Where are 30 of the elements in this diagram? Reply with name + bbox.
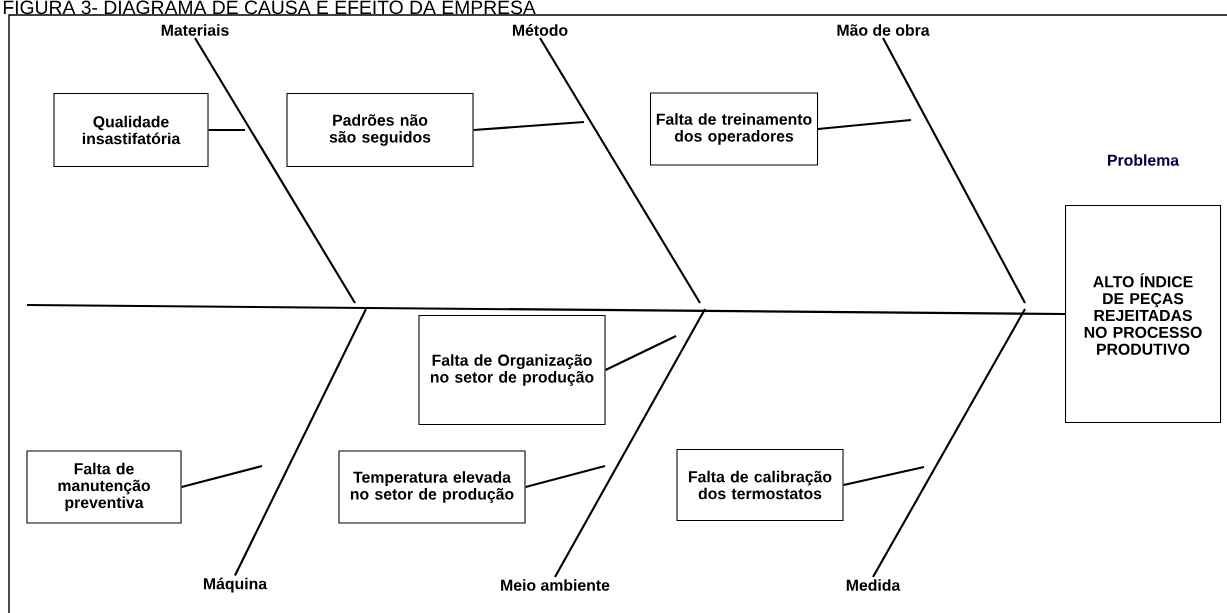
cause-box: Padrões não são seguidos [286, 93, 474, 168]
problem-box: ALTO ÍNDICE DE PEÇAS REJEITADAS NO PROCESSO PRODUTIVO [1065, 205, 1222, 424]
problem-heading: Problema [1108, 154, 1180, 166]
category-label: Meio ambiente [501, 579, 610, 591]
cause-box: Falta de Organização no setor de produção [418, 315, 606, 426]
bone-line [882, 37, 1026, 304]
cause-line [181, 465, 263, 489]
cause-line [525, 465, 606, 489]
cause-line [843, 466, 925, 487]
category-label: Materiais [161, 24, 229, 36]
cause-box: Temperatura elevada no setor de produção [338, 450, 526, 524]
cause-box: Falta de treinamento dos operadores [650, 92, 819, 166]
cause-box: Falta de manutenção preventiva [26, 450, 182, 524]
figure-title: FIGURA 3- DIAGRAMA DE CAUSA E EFEITO DA EMPRESA [3, 0, 536, 15]
cause-line [605, 335, 677, 371]
category-label: Máquina [204, 577, 268, 593]
category-label: Método [512, 24, 568, 36]
category-label: Mão de obra [837, 24, 930, 36]
cause-box: Falta de calibração dos termostatos [676, 449, 844, 522]
category-label: Medida [846, 579, 901, 591]
bone-line [234, 308, 367, 576]
bone-line [554, 308, 706, 578]
cause-line [473, 120, 585, 132]
cause-line [208, 128, 245, 132]
cause-box: Qualidade insastifatória [53, 93, 209, 168]
bone-line [539, 37, 701, 304]
bone-line [194, 37, 356, 304]
bone-line [872, 308, 1026, 578]
cause-line [817, 118, 912, 131]
spine-line [27, 303, 1065, 316]
